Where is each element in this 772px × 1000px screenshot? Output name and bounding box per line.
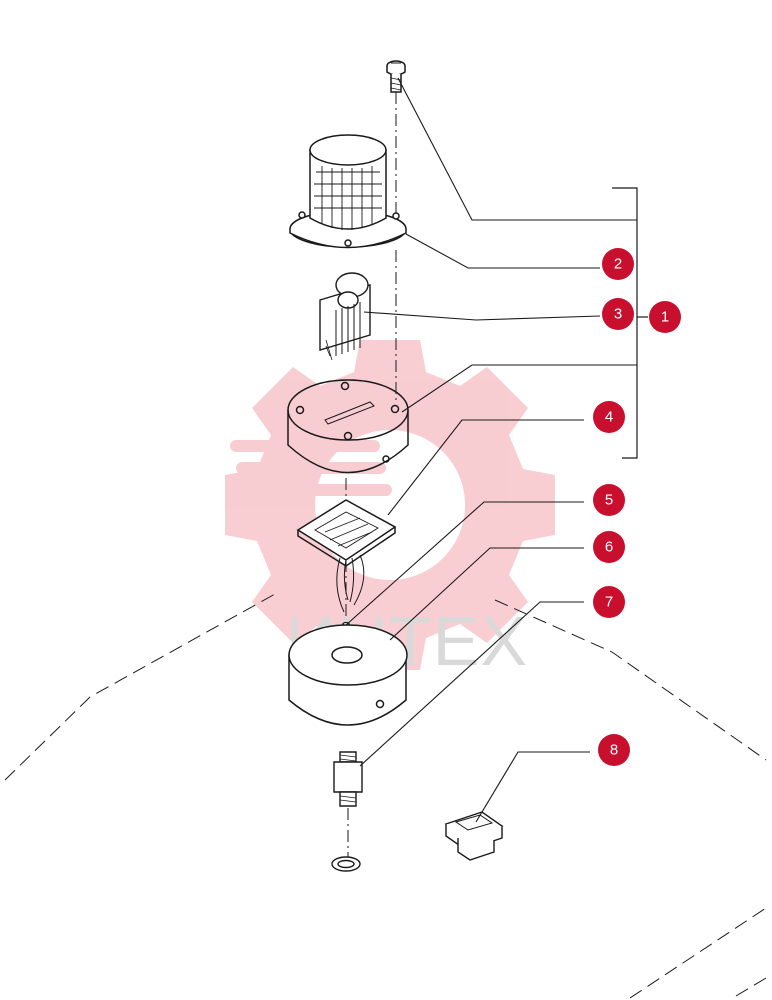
callout-4: 4 bbox=[593, 401, 625, 433]
leader-lines bbox=[345, 77, 637, 823]
callout-3: 3 bbox=[602, 298, 634, 330]
background-dashed-lines bbox=[4, 593, 767, 999]
callout-8-label: 8 bbox=[610, 742, 618, 759]
part-upper-housing bbox=[287, 379, 409, 474]
watermark-gear-logo bbox=[225, 340, 555, 670]
assembly-bracket bbox=[612, 187, 648, 459]
callout-3-label: 3 bbox=[614, 306, 622, 323]
callout-6-label: 6 bbox=[605, 539, 613, 556]
part-3-lamp-bulb bbox=[319, 272, 371, 361]
callout-2-label: 2 bbox=[614, 256, 622, 273]
callout-1-label: 1 bbox=[661, 309, 669, 326]
part-4-circuit-board bbox=[296, 499, 397, 613]
callout-7: 7 bbox=[593, 586, 625, 618]
callout-1: 1 bbox=[649, 301, 681, 333]
callout-6: 6 bbox=[593, 531, 625, 563]
callout-4-label: 4 bbox=[605, 409, 613, 426]
callout-2: 2 bbox=[602, 248, 634, 280]
part-8-rocker-switch bbox=[444, 811, 504, 861]
callout-5: 5 bbox=[593, 484, 625, 516]
callout-8: 8 bbox=[598, 734, 630, 766]
part-7-threaded-stud bbox=[333, 751, 363, 807]
part-washer bbox=[331, 856, 361, 872]
callout-5-label: 5 bbox=[605, 492, 613, 509]
part-6-base bbox=[288, 624, 408, 726]
part-2-lamp-cap bbox=[289, 134, 407, 249]
callout-7-label: 7 bbox=[605, 594, 613, 611]
